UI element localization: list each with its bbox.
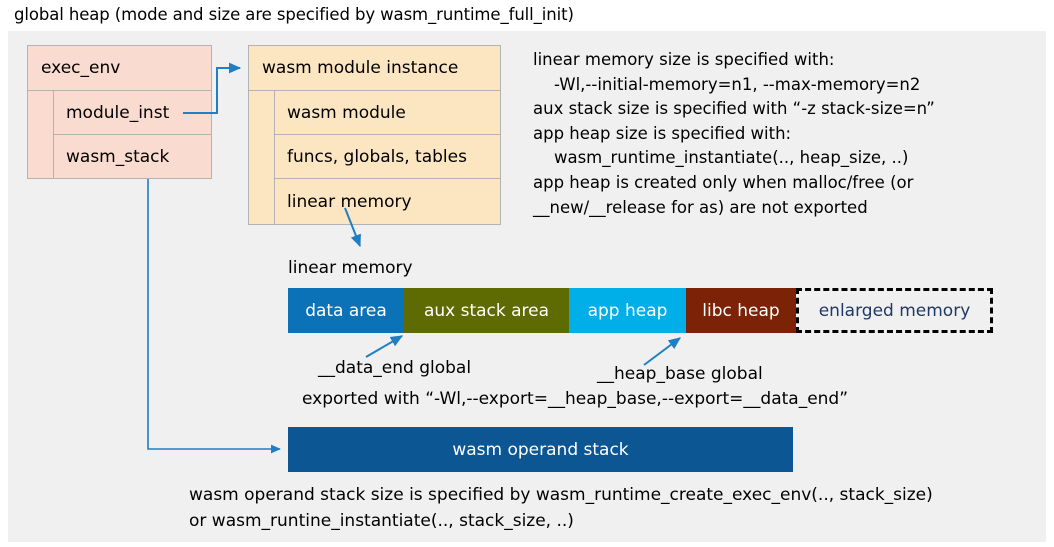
page-title: global heap (mode and size are specified…	[14, 5, 574, 24]
wasm-operand-stack-box: wasm operand stack	[288, 427, 793, 472]
linear-memory-note: linear memory size is specified with: -W…	[533, 50, 935, 217]
module-instance-field-wasm-module: wasm module	[275, 91, 500, 135]
module-instance-field-linear-memory: linear memory	[287, 192, 412, 212]
memory-segment-libc-heap: libc heap	[686, 288, 796, 333]
linear-memory-bar-label: linear memory	[288, 258, 413, 278]
module-instance-field-funcs-globals-tables: funcs, globals, tables	[275, 135, 500, 179]
exec-env-body: module_inst wasm_stack	[28, 91, 211, 179]
memory-segment-app-heap: app heap	[569, 288, 686, 333]
data-end-global-label: __data_end global	[318, 358, 472, 378]
exec-env-field-module-inst: module_inst	[54, 91, 211, 135]
exec-env-rows: module_inst wasm_stack	[54, 91, 211, 179]
exec-env-header: exec_env	[28, 46, 211, 91]
exec-env-box: exec_env module_inst wasm_stack	[27, 45, 212, 179]
operand-stack-note: wasm operand stack size is specified by …	[189, 485, 933, 531]
heap-base-global-label: __heap_base global	[597, 364, 763, 384]
wasm-module-instance-box: wasm module instance wasm module funcs, …	[248, 45, 501, 225]
memory-segment-data-area: data area	[288, 288, 404, 333]
module-instance-header: wasm module instance	[249, 46, 500, 91]
memory-segment-aux-stack-area: aux stack area	[404, 288, 569, 333]
module-instance-gutter	[249, 91, 275, 225]
module-instance-rows: wasm module funcs, globals, tables linea…	[275, 91, 500, 225]
module-instance-body: wasm module funcs, globals, tables linea…	[249, 91, 500, 225]
exported-with-label: exported with “-Wl,--export=__heap_base,…	[302, 389, 849, 409]
memory-segment-enlarged-memory: enlarged memory	[796, 288, 993, 333]
exec-env-gutter	[28, 91, 54, 179]
exec-env-field-wasm-stack: wasm_stack	[66, 147, 170, 167]
